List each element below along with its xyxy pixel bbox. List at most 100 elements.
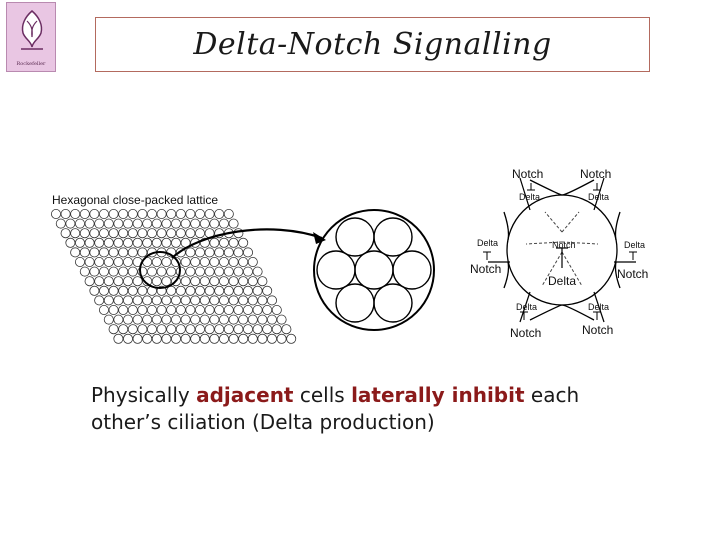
lattice-cell <box>142 237 153 248</box>
delta-label-center: Delta <box>548 274 576 288</box>
lattice-cell <box>161 276 172 287</box>
lattice-cell <box>247 256 258 267</box>
lattice-cell <box>233 247 244 258</box>
lattice-cell <box>118 208 129 219</box>
lattice-cell <box>199 314 210 325</box>
lattice-cell <box>94 218 105 229</box>
lattice-cell <box>218 256 229 267</box>
lattice-cell <box>214 285 225 296</box>
lattice-cell <box>257 295 268 306</box>
zoom-arrowhead <box>313 232 326 244</box>
lattice-cell <box>228 237 239 248</box>
lattice-cell <box>262 324 273 335</box>
lattice-cell <box>89 208 100 219</box>
lattice-cell <box>170 314 181 325</box>
lattice-cell <box>190 218 201 229</box>
lattice-cell <box>247 314 258 325</box>
lattice-cell <box>276 314 287 325</box>
lattice-cell <box>252 266 263 277</box>
notch-label-bottom-right: Notch <box>582 323 613 337</box>
lattice-cell <box>123 218 134 229</box>
lattice-cell <box>194 228 205 239</box>
lattice-cell <box>223 266 234 277</box>
lattice-cell <box>142 218 153 229</box>
lattice-cell <box>161 256 172 267</box>
lattice-cell <box>185 247 196 258</box>
lattice-cell <box>51 208 62 219</box>
delta-label-right: Delta <box>624 240 645 250</box>
lattice-cell <box>79 208 90 219</box>
lattice-cell <box>113 237 124 248</box>
lattice-cell <box>190 276 201 287</box>
lattice-cell <box>166 266 177 277</box>
lattice-cell <box>218 218 229 229</box>
lattice-cell <box>233 324 244 335</box>
lattice-cell <box>118 247 129 258</box>
lattice-cell <box>132 237 143 248</box>
page-title: Delta-Notch Signalling <box>193 27 552 62</box>
lattice-cell <box>113 314 124 325</box>
lattice-cell <box>175 208 186 219</box>
lattice-cell <box>123 295 134 306</box>
lattice-cell <box>132 333 143 344</box>
lattice-cell <box>161 218 172 229</box>
lattice-cell <box>161 237 172 248</box>
lattice-cell <box>209 218 220 229</box>
lattice-cell <box>194 324 205 335</box>
lattice-cell <box>79 247 90 258</box>
lattice-cell <box>214 247 225 258</box>
lattice-cell <box>108 228 119 239</box>
lattice-cell <box>266 295 277 306</box>
lattice-cell <box>137 228 148 239</box>
lattice-cell <box>194 208 205 219</box>
lattice-cell <box>238 333 249 344</box>
lattice-cell <box>60 208 71 219</box>
lattice-cell <box>238 314 249 325</box>
lattice-cell <box>166 324 177 335</box>
lattice-cell <box>146 304 157 315</box>
lattice-cell <box>166 304 177 315</box>
lattice-cell <box>103 256 114 267</box>
lattice-cell <box>247 295 258 306</box>
lattice-cell <box>180 333 191 344</box>
lattice-cell <box>262 285 273 296</box>
lattice-cell <box>247 333 258 344</box>
lattice-cell <box>238 276 249 287</box>
lattice-cell <box>185 228 196 239</box>
lattice-cell <box>84 276 95 287</box>
enlarged-cluster-outline <box>313 209 435 331</box>
lattice-cell <box>276 333 287 344</box>
lattice-cell <box>170 295 181 306</box>
lattice-cell <box>252 285 263 296</box>
lattice-cell <box>194 285 205 296</box>
lattice-cell <box>127 324 138 335</box>
lattice-cell <box>180 295 191 306</box>
lattice-cell <box>108 285 119 296</box>
caption-text-1: Physically <box>91 383 197 407</box>
lattice-cell <box>151 237 162 248</box>
lattice-cell <box>118 324 129 335</box>
lattice-cell <box>65 237 76 248</box>
lattice-cell <box>218 314 229 325</box>
lattice-cell <box>228 295 239 306</box>
lattice-cell <box>175 266 186 277</box>
lattice-cell <box>266 314 277 325</box>
lattice-cell <box>214 266 225 277</box>
lattice-cell <box>257 314 268 325</box>
hexagonal-lattice <box>51 208 297 344</box>
lattice-cell <box>209 276 220 287</box>
lattice-cell <box>137 247 148 258</box>
lattice-cell <box>137 285 148 296</box>
lattice-cell <box>89 266 100 277</box>
lattice-cell <box>137 208 148 219</box>
lattice-cell <box>156 285 167 296</box>
lattice-cell <box>103 218 114 229</box>
lattice-cell <box>242 285 253 296</box>
lattice-cell <box>137 266 148 277</box>
lattice-cell <box>146 266 157 277</box>
notch-label-bottom-left: Notch <box>510 326 541 340</box>
lattice-cell <box>142 276 153 287</box>
lattice-cell <box>103 295 114 306</box>
lattice-cell <box>194 266 205 277</box>
lattice-cell <box>156 208 167 219</box>
